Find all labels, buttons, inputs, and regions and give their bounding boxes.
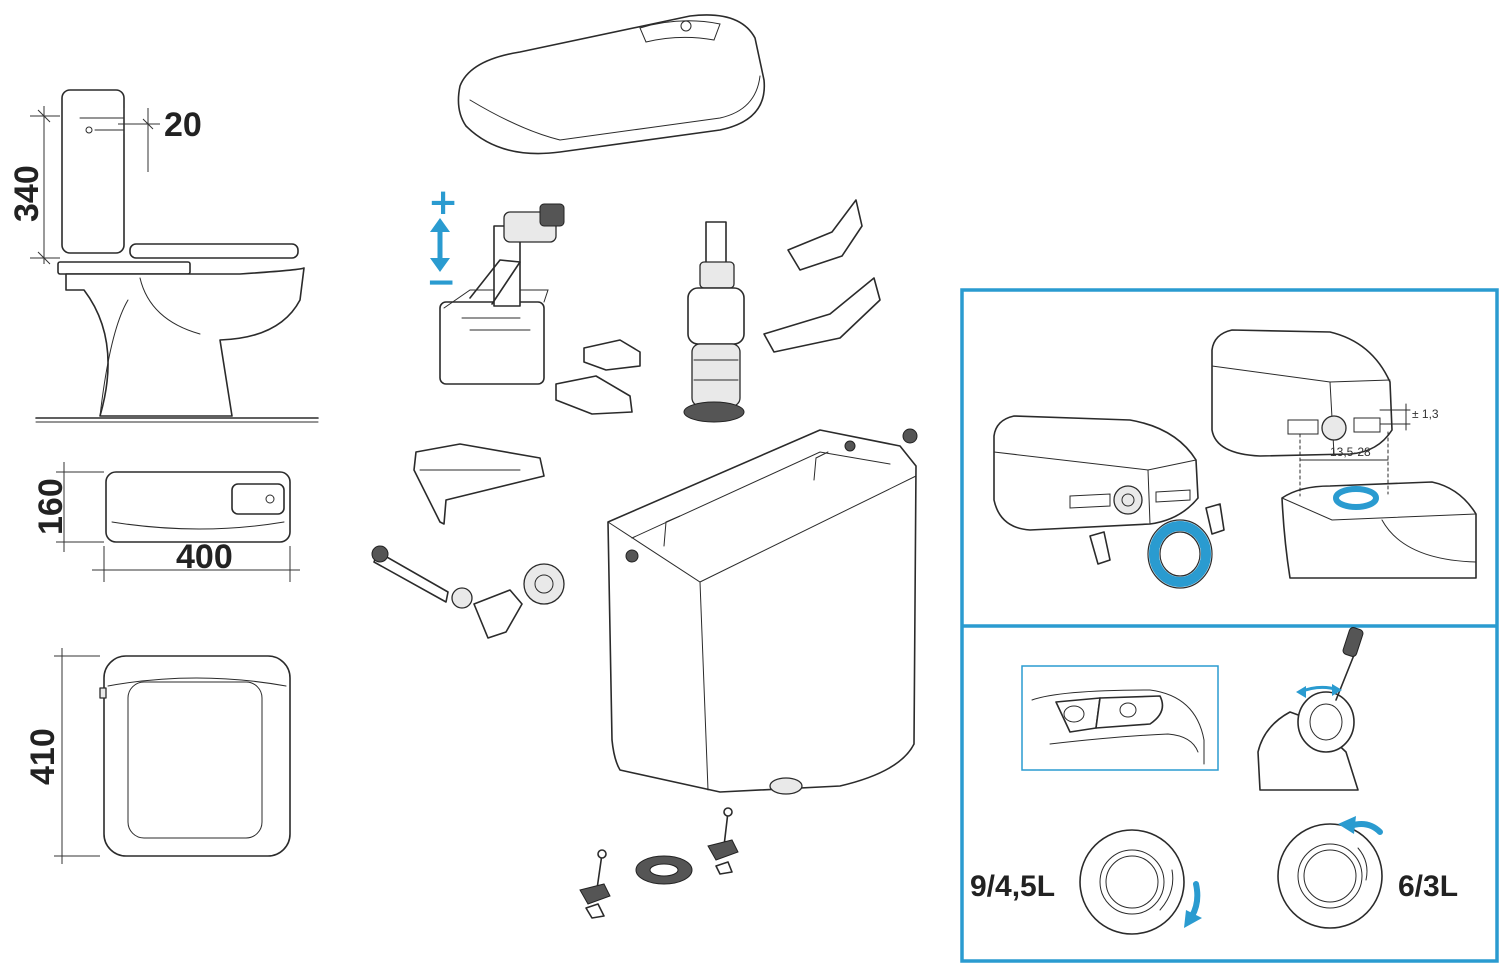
height-adjust-indicator: + − [426,182,458,303]
dimension-label-410: 410 [24,728,62,785]
tank-body [607,428,918,795]
tank-lid [457,14,766,155]
dimension-label-400: 400 [176,538,233,576]
volume-label-eco: 6/3L [1398,870,1458,903]
mounting-brackets [413,339,641,525]
bowl-seal-ring [1333,486,1379,510]
arrow-down-icon [430,258,450,272]
dimension-label-20: 20 [164,106,202,144]
installation-step: ± 1,3 13,5-28 [993,329,1477,589]
inlet-pipe [371,545,565,639]
dimension-label-340: 340 [8,165,46,222]
tank-top-view: 160 400 [32,462,300,582]
fill-valve [439,203,565,385]
arrow-up-icon [430,218,450,232]
tolerance-label: ± 1,3 [1412,407,1439,421]
volume-adjust-step: 9/4,5L 6/3L [970,627,1458,935]
toilet-side-view: 20 340 [8,89,319,423]
flush-valve [683,221,745,423]
tank-front-view: 410 [24,648,291,864]
plus-sign: + [428,182,458,223]
spacing-label: 13,5-28 [1330,445,1371,459]
mounting-hardware [579,807,739,919]
dimension-label-160: 160 [32,478,70,535]
volume-label-full: 9/4,5L [970,870,1055,903]
seal-ring [1149,521,1211,587]
lever-arms [763,199,881,353]
